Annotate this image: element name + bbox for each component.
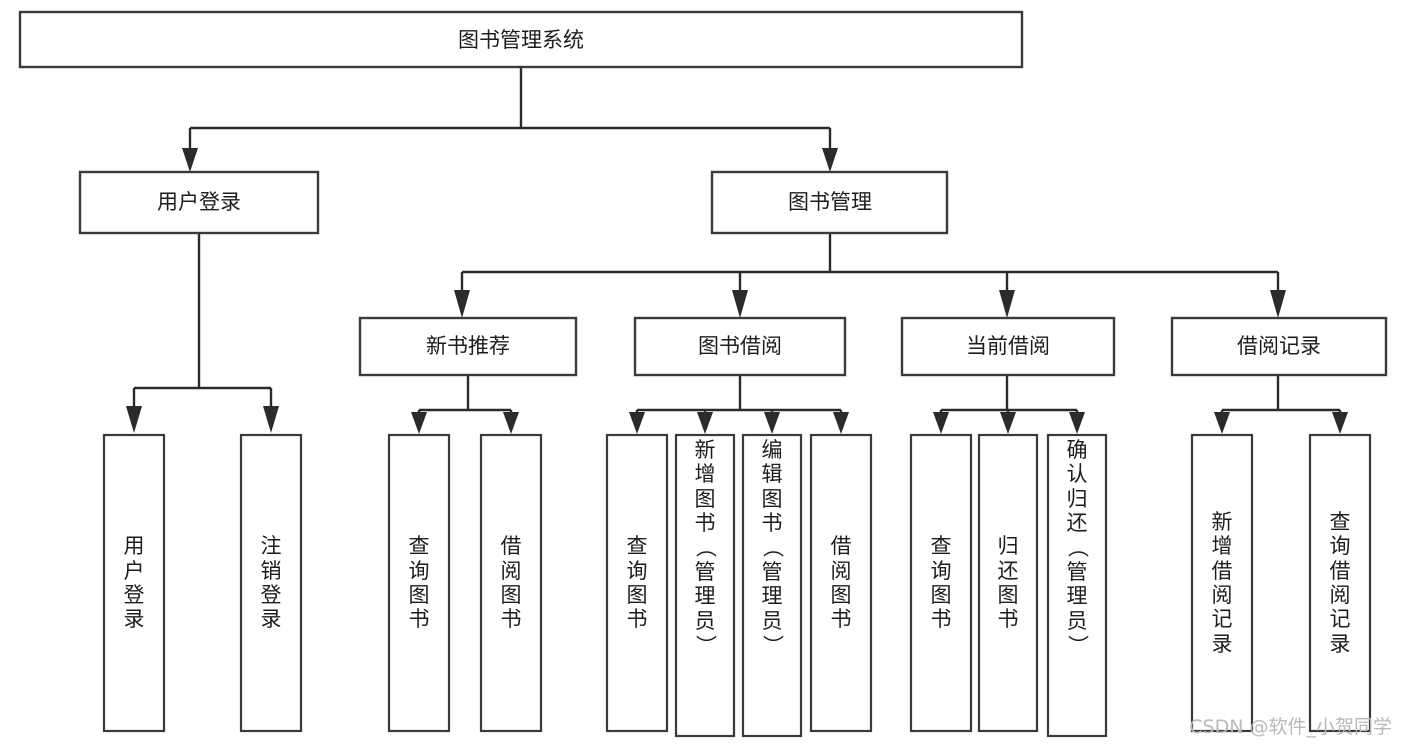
leaf-box-borrow-add[interactable] <box>674 433 736 738</box>
arrow-newbook-query <box>411 412 427 434</box>
leaf-box-records-add[interactable] <box>1190 433 1254 733</box>
arrow-current-query <box>933 412 949 434</box>
level2-label-user-login: 用户登录 <box>157 190 241 214</box>
arrow-borrow-lend <box>833 412 849 434</box>
level3-label-book-borrow: 图书借阅 <box>698 334 782 358</box>
leaf-box-user-login[interactable] <box>102 433 166 733</box>
root-label: 图书管理系统 <box>458 28 584 52</box>
leaf-box-current-query[interactable] <box>909 433 973 733</box>
node-root-box[interactable] <box>18 10 1024 69</box>
arrow-borrow-add <box>697 412 713 434</box>
node-borrow-records-box[interactable] <box>1170 316 1388 377</box>
arrow-records-query <box>1332 412 1348 434</box>
node-user-login-box[interactable] <box>78 170 320 235</box>
node-book-borrow-box[interactable] <box>633 316 847 377</box>
leaf-box-borrow-lend[interactable] <box>809 433 873 733</box>
arrow-to-book-manage <box>822 148 838 172</box>
arrow-borrow-edit <box>764 412 780 434</box>
arrow-level3-new-books <box>454 290 470 318</box>
arrow-leaf-logout <box>263 406 279 433</box>
arrow-records-add <box>1214 412 1230 434</box>
level3-label-borrow-records: 借阅记录 <box>1237 334 1321 358</box>
horizontal-label-group: 图书管理系统 用户登录 图书管理 新书推荐 图书借阅 当前借阅 借阅记录 <box>157 28 1321 358</box>
node-new-book-recommend-box[interactable] <box>358 316 578 377</box>
arrow-level3-current <box>999 290 1015 318</box>
arrow-borrow-query <box>629 412 645 434</box>
leaf-box-records-query[interactable] <box>1308 433 1372 733</box>
connector-group <box>126 67 1348 434</box>
node-book-manage-box[interactable] <box>710 170 949 235</box>
leaf-box-newbook-query[interactable] <box>387 433 451 733</box>
arrow-current-confirm <box>1069 412 1085 434</box>
arrow-level3-records <box>1270 290 1286 318</box>
arrow-newbook-borrow <box>503 412 519 434</box>
node-box-group <box>18 10 1388 738</box>
leaf-box-borrow-query[interactable] <box>605 433 669 733</box>
level3-label-current-borrow: 当前借阅 <box>966 334 1050 358</box>
arrow-leaf-user-login <box>126 406 142 433</box>
leaf-box-newbook-borrow[interactable] <box>479 433 543 733</box>
arrow-current-return <box>1000 412 1016 434</box>
level2-label-book-manage: 图书管理 <box>788 190 872 214</box>
arrow-to-user-login <box>182 148 198 172</box>
arrow-level3-borrow <box>732 290 748 318</box>
leaf-box-current-confirm[interactable] <box>1046 433 1108 738</box>
leaf-box-current-return[interactable] <box>977 433 1039 733</box>
level3-label-new-book-recommend: 新书推荐 <box>426 334 510 358</box>
leaf-box-borrow-edit[interactable] <box>741 433 803 738</box>
leaf-box-logout[interactable] <box>239 433 303 733</box>
node-current-borrow-box[interactable] <box>900 316 1116 377</box>
watermark-label: CSDN @软件_小贺同学 <box>1189 716 1392 738</box>
